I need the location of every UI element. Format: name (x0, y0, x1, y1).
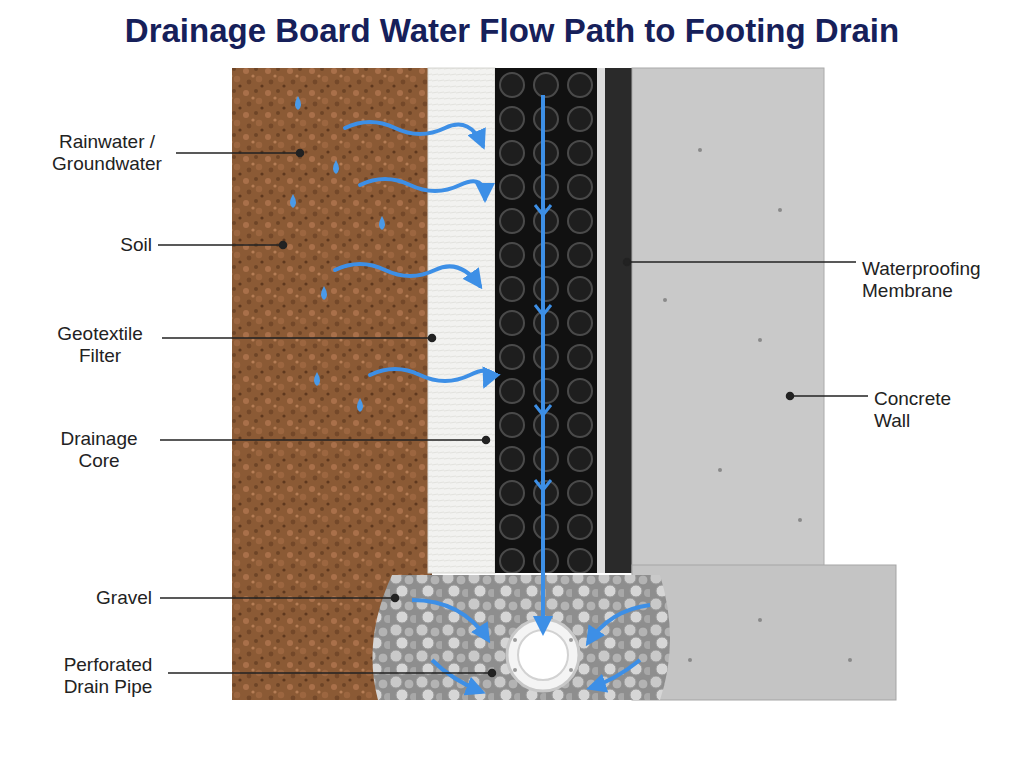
diagram-title: Drainage Board Water Flow Path to Footin… (0, 12, 1024, 50)
membrane-label: Waterproofing Membrane (862, 258, 1002, 302)
gravel-label: Gravel (40, 587, 152, 609)
pipe-label: Perforated Drain Pipe (50, 654, 166, 698)
geotextile-label: Geotextile Filter (40, 323, 160, 367)
wall-label: Concrete Wall (874, 388, 974, 432)
core-label: Drainage Core (40, 428, 158, 472)
soil-label: Soil (40, 234, 152, 256)
water-label: Rainwater / Groundwater (40, 131, 174, 175)
